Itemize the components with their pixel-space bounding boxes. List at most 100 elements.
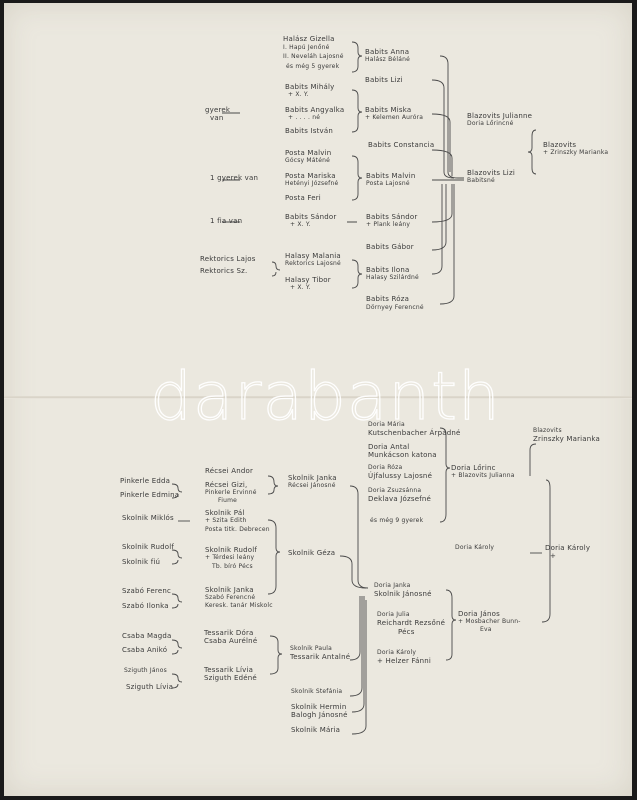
tree-entry: Babits Malvin: [366, 172, 416, 180]
tree-entry: Doria János: [458, 610, 500, 618]
tree-entry: Skolnik Stefánia: [291, 688, 343, 695]
tree-entry: Babits István: [285, 127, 334, 135]
tree-entry: Babits Róza: [366, 295, 410, 303]
tree-entry: Doria Károly: [455, 544, 495, 551]
tree-entry: Csaba Anikó: [122, 646, 168, 654]
tree-entry: Skolnik Janka: [288, 474, 337, 482]
tree-entry: + Térdesi leány: [205, 554, 255, 561]
tree-entry: Babits Angyalka: [285, 106, 345, 114]
tree-entry: Doria Julia: [377, 611, 410, 618]
tree-entry: Récsei Gizi,: [205, 481, 248, 489]
tree-entry: Doria Lőrinc: [451, 464, 496, 472]
tree-entry: Doria Janka: [374, 582, 411, 589]
tree-entry: + X. Y.: [290, 221, 311, 228]
tree-entry: Csaba Magda: [122, 632, 172, 640]
tree-entry: Récsei Jánosné: [288, 482, 336, 489]
tree-entry: Babits Sándor: [366, 213, 418, 221]
tree-entry: Pécs: [398, 628, 415, 636]
tree-entry: Blazovits: [543, 141, 577, 149]
tree-entry: Halasy Szilárdné: [366, 274, 419, 281]
tree-entry: és még 5 gyerek: [286, 63, 340, 70]
tree-entry: Újfalussy Lajosné: [368, 472, 433, 480]
tree-entry: Doria Róza: [368, 464, 403, 471]
tree-entry: + Kelemen Auróra: [365, 114, 424, 121]
tree-entry: + X. Y.: [290, 284, 311, 291]
tree-entry: Rektorics Lajos: [200, 255, 256, 263]
tree-entry: Blazovits Julianne: [467, 112, 533, 120]
tree-entry: Tb. bíró Pécs: [212, 563, 253, 570]
tree-entry: Récsei Andor: [205, 467, 254, 475]
tree-entry: 1 fia van: [210, 217, 243, 225]
tree-entry: Gócsy Máténé: [285, 157, 330, 164]
tree-entry: Posta titk. Debrecen: [205, 526, 270, 533]
paper-sheet: [4, 3, 632, 796]
tree-entry: Tessarik Antalné: [290, 653, 351, 661]
tree-entry: Deklava Józsefné: [368, 495, 432, 503]
tree-entry: Skolnik Pál: [205, 509, 245, 517]
tree-entry: Rektorics Lajosné: [285, 260, 341, 267]
tree-entry: + . . . . né: [288, 114, 321, 121]
tree-entry: + Plank leány: [366, 221, 411, 228]
tree-entry: Skolnik fiú: [122, 558, 161, 566]
tree-entry: II. Neveláh Lajosné: [283, 53, 344, 60]
tree-entry: Posta Lajosné: [366, 180, 410, 187]
tree-entry: Skolnik Mária: [291, 726, 341, 734]
tree-entry: Pinkerle Edmina: [120, 491, 180, 499]
tree-entry: Posta Mariska: [285, 172, 336, 180]
tree-entry: Babits Sándor: [285, 213, 337, 221]
tree-entry: Reichardt Rezsőné: [377, 619, 446, 627]
tree-entry: Blazovits: [533, 427, 562, 434]
tree-entry: + Szita Edith: [205, 517, 247, 524]
tree-entry: Kutschenbacher Árpádné: [368, 429, 461, 437]
tree-entry: Halasy Malania: [285, 252, 341, 260]
tree-entry: gyerek: [205, 106, 231, 114]
tree-entry: Tessarik Lívia: [204, 666, 254, 674]
tree-entry: Dörnyey Ferencné: [366, 304, 424, 311]
tree-entry: Doria Antal: [368, 443, 410, 451]
tree-entry: Doria Károly: [377, 649, 417, 656]
tree-entry: Skolnik Paula: [290, 645, 333, 652]
tree-entry: + X. Y.: [288, 91, 309, 98]
tree-entry: Skolnik Jánosné: [374, 590, 432, 598]
tree-entry: Pinkerle Ervinné: [205, 489, 257, 496]
fold-line: [4, 396, 632, 399]
tree-entry: Blazovits Lizi: [467, 169, 515, 177]
tree-entry: Skolnik Rudolf: [205, 546, 258, 554]
tree-entry: + Blazovits Julianna: [451, 472, 515, 479]
tree-entry: Halász Béláné: [365, 56, 410, 63]
tree-entry: Doria Mária: [368, 421, 405, 428]
tree-entry: Tessarik Dóra: [204, 629, 254, 637]
tree-entry: Skolnik Miklós: [122, 514, 174, 522]
tree-entry: Pinkerle Edda: [120, 477, 171, 485]
tree-entry: Szabó Ilonka: [122, 602, 169, 610]
tree-entry: Balogh Jánosné: [291, 711, 348, 719]
tree-entry: + Zrinszky Marianka: [543, 149, 609, 156]
tree-entry: Babits Lizi: [365, 76, 403, 84]
tree-entry: Zrinszky Marianka: [533, 435, 601, 443]
tree-entry: Skolnik Rudolf: [122, 543, 175, 551]
tree-entry: Doria Zsuzsánna: [368, 487, 422, 494]
tree-entry: Posta Feri: [285, 194, 321, 202]
tree-entry: és még 9 gyerek: [370, 517, 424, 524]
tree-entry: + Mosbacher Bunn-: [458, 618, 521, 625]
tree-entry: van: [210, 114, 224, 122]
tree-entry: Babits Ilona: [366, 266, 410, 274]
tree-entry: Skolnik Hermin: [291, 703, 347, 711]
tree-entry: Doria Károly: [545, 544, 591, 552]
tree-entry: Doria Lőrincné: [467, 120, 514, 127]
tree-entry: Babits Mihály: [285, 83, 335, 91]
tree-entry: Csaba Aurélné: [204, 637, 258, 645]
tree-entry: Babits Gábor: [366, 243, 414, 251]
tree-entry: Szabó Ferenc: [122, 587, 172, 595]
tree-entry: Sziguth Edéné: [204, 674, 257, 682]
tree-entry: Sziguth Lívia: [126, 683, 174, 691]
tree-entry: I. Hapú Jenőné: [283, 44, 330, 51]
tree-entry: Szabó Ferencné: [205, 594, 256, 601]
tree-entry: Rektorics Sz.: [200, 267, 248, 275]
tree-entry: 1 gyerek van: [210, 174, 259, 182]
tree-entry: Munkácson katona: [368, 451, 437, 459]
tree-entry: Keresk. tanár Miskolc: [205, 602, 273, 609]
tree-entry: Sziguth János: [124, 667, 167, 674]
